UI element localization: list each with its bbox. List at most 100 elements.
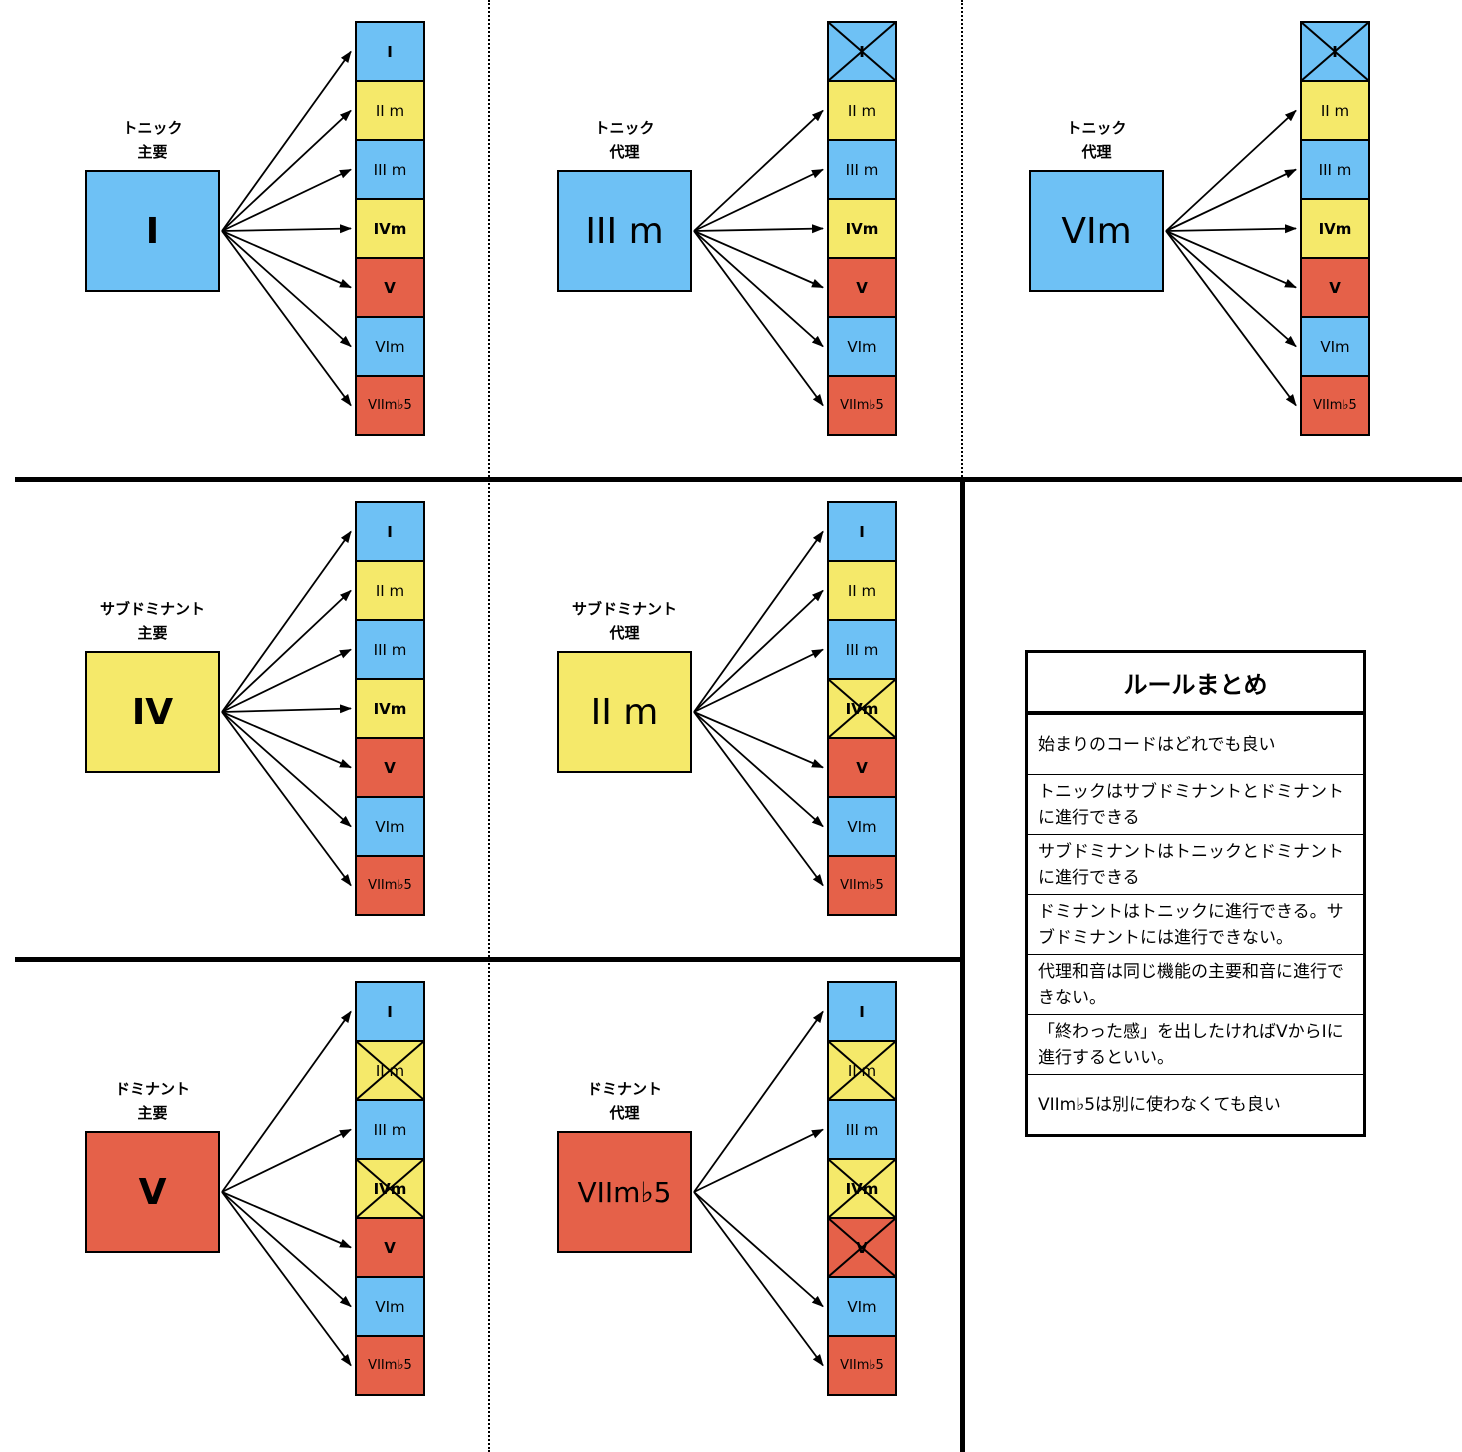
target-label: VIIm♭5 — [368, 398, 412, 413]
rule-text: トニックはサブドミナントとドミナントに進行できる — [1038, 781, 1344, 828]
progression-arrow — [693, 1128, 824, 1193]
target-label: II m — [847, 101, 877, 120]
target-box-V: V — [827, 1217, 897, 1278]
panel-function-label: トニック主要 — [85, 116, 220, 164]
function-label: ドミナント — [114, 1080, 190, 1098]
vertical-divider-dotted-1 — [488, 0, 490, 1452]
target-label: VIm — [375, 817, 405, 836]
target-box-VIm: VIm — [827, 316, 897, 377]
progression-arrow — [221, 50, 352, 232]
target-box-IVm: IVm — [1300, 198, 1370, 259]
rule-row: 始まりのコードはどれでも良い — [1028, 715, 1363, 775]
target-label: III m — [845, 640, 879, 659]
progression-arrow — [221, 230, 352, 289]
target-label: VIm — [847, 337, 877, 356]
target-box-VIIm♭5: VIIm♭5 — [1300, 375, 1370, 436]
progression-arrow — [693, 711, 824, 769]
target-box-IVm: IVm — [355, 1158, 425, 1219]
target-box-IIIm: III m — [1300, 139, 1370, 200]
progression-arrow — [693, 648, 824, 713]
chord-box-I: I — [85, 170, 220, 292]
function-label: サブドミナント — [571, 600, 677, 618]
target-label: IVm — [845, 1179, 879, 1198]
target-label: IVm — [1318, 219, 1352, 238]
progression-arrow — [1165, 230, 1297, 407]
panel-function-label: ドミナント代理 — [557, 1077, 692, 1125]
function-label: トニック — [594, 119, 655, 137]
target-box-VIm: VIm — [355, 1276, 425, 1337]
target-label: VIm — [847, 817, 877, 836]
target-box-V: V — [1300, 257, 1370, 318]
target-label: IVm — [845, 219, 879, 238]
target-box-IIm: II m — [355, 1040, 425, 1101]
progression-arrow — [221, 711, 352, 828]
progression-arrow — [221, 530, 352, 713]
target-label: I — [859, 42, 865, 61]
target-box-IVm: IVm — [827, 198, 897, 259]
target-label: VIIm♭5 — [1313, 398, 1357, 413]
rule-row: 「終わった感」を出したければVからIに進行するといい。 — [1028, 1015, 1363, 1075]
target-label: V — [856, 278, 868, 297]
target-label: VIm — [375, 337, 405, 356]
rule-text: ドミナントはトニックに進行できる。サブドミナントには進行できない。 — [1038, 901, 1344, 948]
progression-arrow — [693, 168, 824, 232]
target-label: V — [384, 758, 396, 777]
target-box-IVm: IVm — [827, 1158, 897, 1219]
target-label: VIm — [847, 1297, 877, 1316]
panel-function-label: トニック代理 — [1029, 116, 1164, 164]
target-box-IIIm: III m — [355, 1099, 425, 1160]
rules-title: ルールまとめ — [1028, 653, 1363, 715]
progression-arrow — [221, 168, 352, 232]
target-box-I: I — [355, 501, 425, 562]
progression-arrow — [221, 230, 352, 407]
panel-function-label: サブドミナント代理 — [557, 597, 692, 645]
progression-arrow — [221, 711, 352, 769]
target-box-IIIm: III m — [827, 139, 897, 200]
rule-text: 始まりのコードはどれでも良い — [1038, 734, 1276, 755]
progression-arrow — [693, 711, 824, 887]
chord-label: V — [138, 1171, 167, 1213]
progression-arrow — [221, 230, 352, 348]
rule-row: ドミナントはトニックに進行できる。サブドミナントには進行できない。 — [1028, 895, 1363, 955]
rule-row: VIIm♭5は別に使わなくても良い — [1028, 1075, 1363, 1134]
progression-arrow — [221, 648, 352, 713]
rule-text: サブドミナントはトニックとドミナントに進行できる — [1038, 841, 1344, 888]
target-box-I: I — [355, 21, 425, 82]
target-label: III m — [373, 640, 407, 659]
progression-arrow — [693, 230, 824, 289]
progression-arrow — [221, 1191, 352, 1308]
target-label: VIIm♭5 — [840, 398, 884, 413]
panel-function-label: ドミナント主要 — [85, 1077, 220, 1125]
chord-label: VIm — [1061, 210, 1132, 252]
target-box-VIm: VIm — [827, 1276, 897, 1337]
target-label: VIIm♭5 — [368, 1358, 412, 1373]
rule-row: トニックはサブドミナントとドミナントに進行できる — [1028, 775, 1363, 835]
target-label: III m — [373, 1120, 407, 1139]
horizontal-divider-top — [15, 477, 1462, 482]
role-label: 代理 — [1081, 143, 1112, 161]
function-label: サブドミナント — [99, 600, 205, 618]
target-label: II m — [1320, 101, 1350, 120]
rule-text: VIIm♭5は別に使わなくても良い — [1038, 1094, 1281, 1115]
rule-text: 代理和音は同じ機能の主要和音に進行できない。 — [1038, 961, 1344, 1008]
progression-arrow — [693, 1010, 824, 1193]
progression-arrow — [221, 224, 352, 234]
target-label: V — [384, 278, 396, 297]
chord-box-VIm: VIm — [1029, 170, 1164, 292]
target-label: I — [859, 522, 865, 541]
progression-arrow — [693, 530, 824, 713]
target-box-VIIm♭5: VIIm♭5 — [355, 1335, 425, 1396]
chord-label: III m — [585, 210, 664, 252]
chord-box-V: V — [85, 1131, 220, 1253]
target-box-I: I — [1300, 21, 1370, 82]
role-label: 代理 — [609, 624, 640, 642]
progression-arrow — [693, 109, 824, 232]
target-box-I: I — [827, 21, 897, 82]
target-label: II m — [847, 1061, 877, 1080]
rule-row: サブドミナントはトニックとドミナントに進行できる — [1028, 835, 1363, 895]
target-box-VIIm♭5: VIIm♭5 — [827, 1335, 897, 1396]
role-label: 主要 — [137, 1104, 168, 1122]
target-label: VIm — [1320, 337, 1350, 356]
progression-arrow — [221, 1191, 352, 1249]
target-box-IIm: II m — [827, 1040, 897, 1101]
